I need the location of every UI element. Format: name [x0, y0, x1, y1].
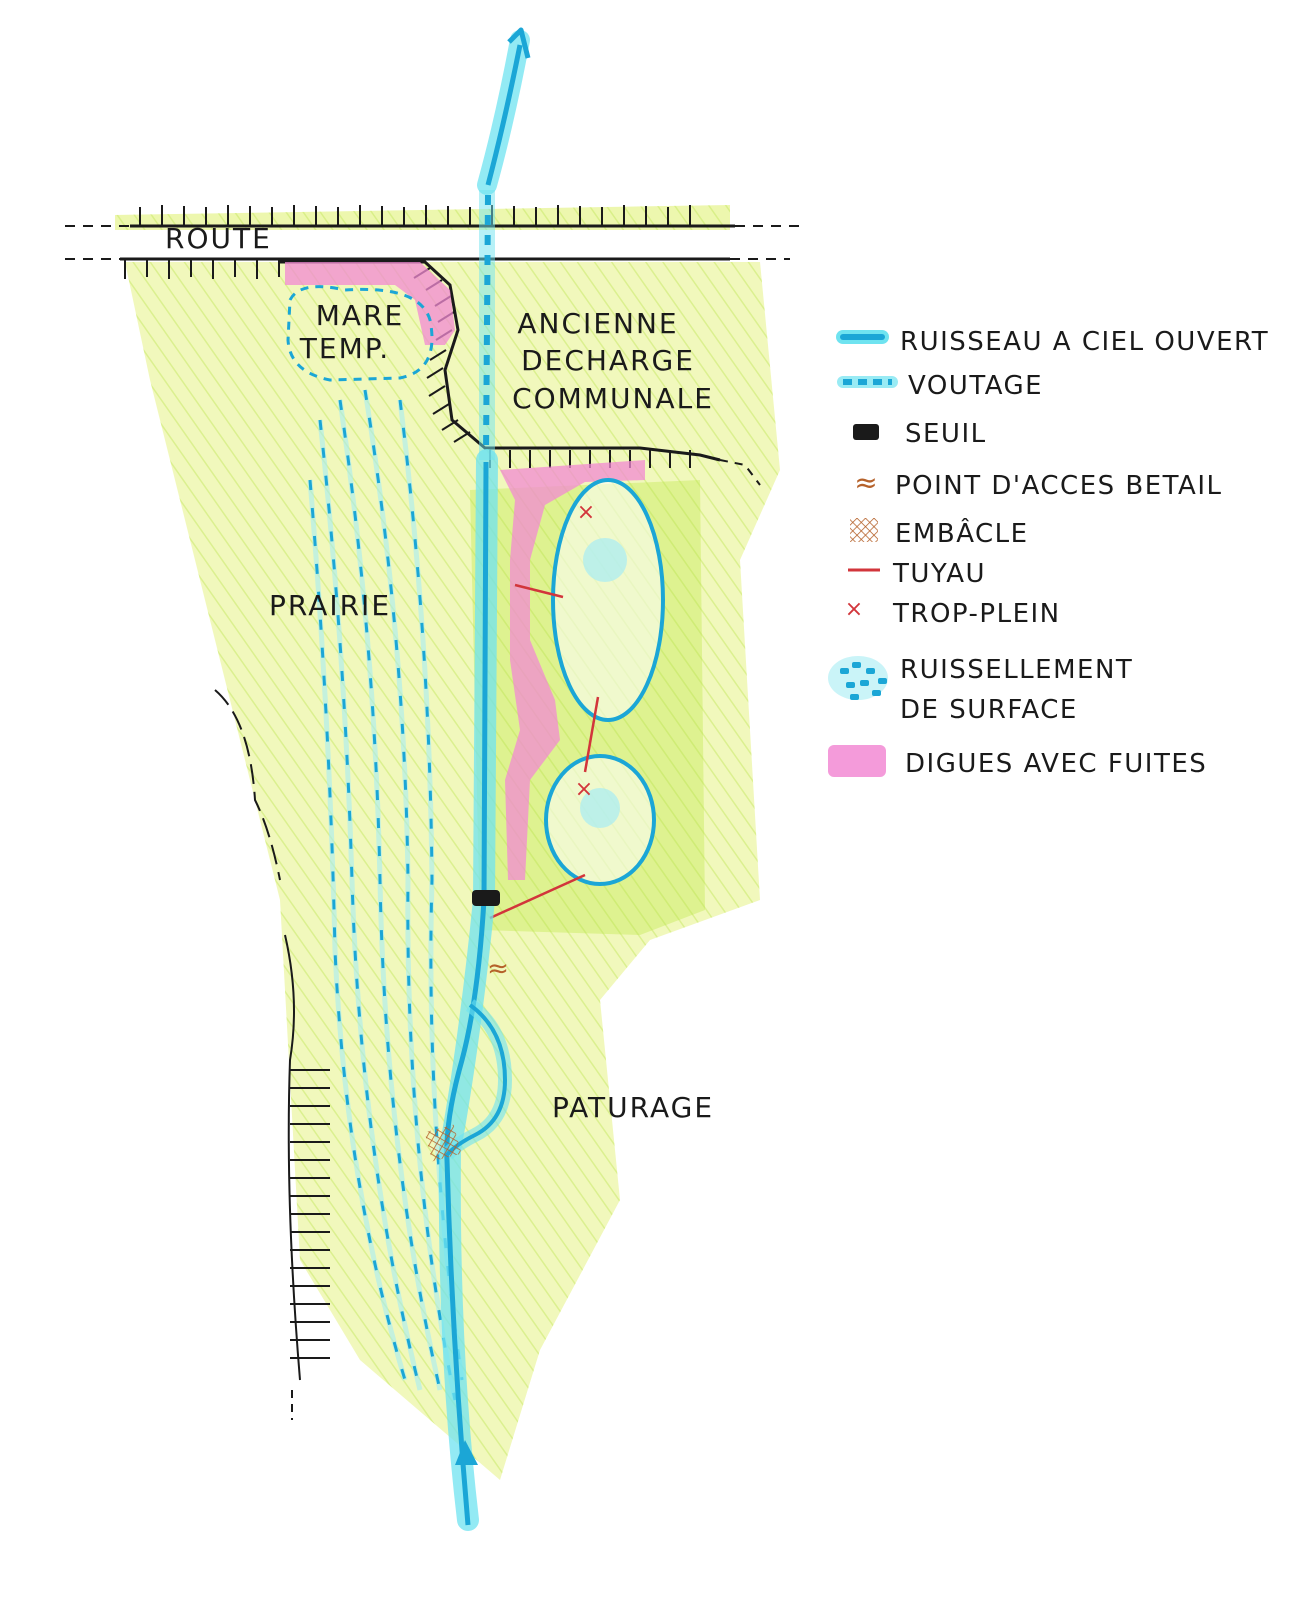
overflow-lower: × — [575, 777, 593, 802]
debris-jam-marker — [424, 1124, 462, 1162]
runoff-stroke-0 — [318, 419, 422, 1391]
road — [65, 205, 800, 279]
road-label: ROUTE — [165, 222, 272, 255]
stream-culvert — [483, 194, 491, 456]
stream — [438, 27, 531, 1531]
legend-livestock-icon: ≈ — [854, 466, 877, 499]
pipe-1 — [514, 583, 564, 599]
leaky-dikes — [285, 262, 645, 880]
dump-label-2: DECHARGE — [521, 344, 695, 377]
legend-dike-label: DIGUES AVEC FUITES — [905, 749, 1207, 779]
legend: RUISSEAU A CIEL OUVERT VOUTAGE SEUIL ≈ P… — [828, 327, 1269, 779]
pipes — [489, 583, 600, 920]
pond-label-2: TEMP. — [299, 332, 390, 365]
overflow-upper: × — [577, 500, 595, 525]
livestock-access-marker: ≈ — [487, 954, 509, 984]
meadow-label: PRAIRIE — [269, 589, 391, 622]
legend-runoff-label-1: RUISSELLEMENT — [900, 655, 1133, 685]
legend-weir-icon — [853, 424, 879, 440]
legend-stream-label: RUISSEAU A CIEL OUVERT — [900, 327, 1269, 357]
legend-runoff-icon — [828, 656, 888, 700]
legend-livestock-label: POINT D'ACCES BETAIL — [895, 471, 1222, 501]
legend-pipe-label: TUYAU — [892, 559, 986, 589]
legend-dike-icon — [828, 745, 886, 777]
lower-basin — [544, 754, 656, 886]
stream-side-arm — [445, 1003, 508, 1157]
upper-basin-water — [583, 538, 627, 582]
basins — [544, 478, 665, 886]
runoff-stroke-1 — [338, 399, 442, 1391]
legend-debris-icon — [850, 518, 878, 542]
pasture-label: PATURAGE — [552, 1091, 714, 1124]
legend-culvert-label: VOUTAGE — [908, 371, 1043, 401]
legend-overflow-icon: × — [845, 597, 863, 622]
dump-label-1: ANCIENNE — [517, 307, 678, 340]
pipe-2 — [583, 696, 600, 773]
legend-debris-label: EMBÂCLE — [895, 517, 1029, 549]
slope-edge — [214, 689, 330, 1420]
runoff-halo-2 — [362, 389, 458, 1401]
legend-overflow-label: TROP-PLEIN — [892, 599, 1061, 629]
legend-runoff-label-2: DE SURFACE — [900, 695, 1078, 725]
pond-label-1: MARE — [316, 299, 404, 332]
upper-basin-fill — [553, 480, 663, 720]
dump-label-3: COMMUNALE — [512, 382, 714, 415]
flow-arrow-south — [455, 1440, 478, 1465]
temporary-pond — [286, 285, 434, 382]
overflows: × × — [575, 500, 595, 802]
weir-marker — [472, 890, 500, 906]
map-labels: ROUTE MARE TEMP. ANCIENNE DECHARGE COMMU… — [165, 222, 714, 1124]
stream-open-north — [485, 44, 523, 186]
pipe-3 — [489, 873, 586, 920]
legend-weir-label: SEUIL — [905, 419, 987, 449]
flow-arrow-north — [507, 27, 531, 59]
upper-basin — [551, 478, 665, 722]
runoff-stroke-4 — [308, 479, 407, 1381]
lower-basin-water — [580, 788, 620, 828]
